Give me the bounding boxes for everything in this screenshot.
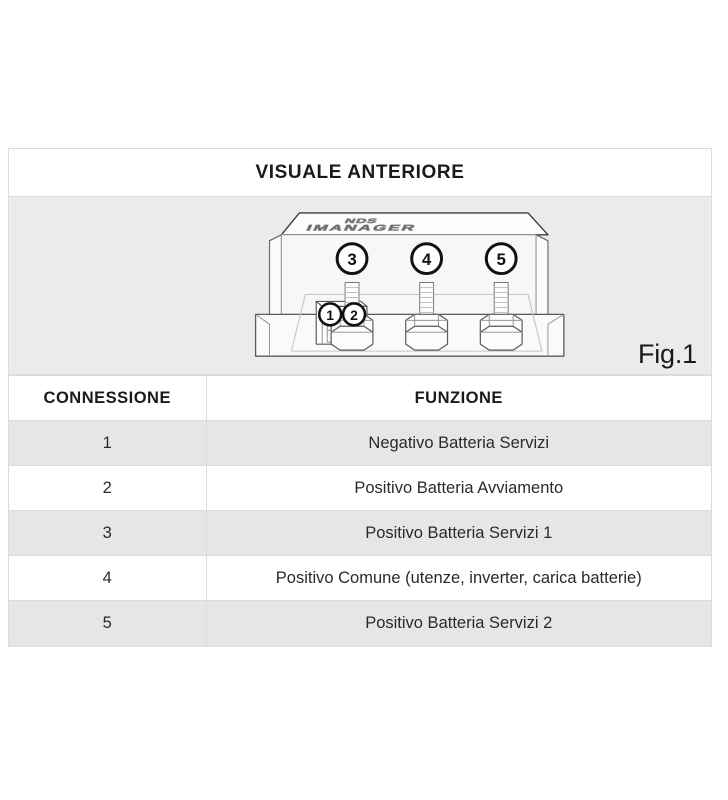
table-row: 1 Negativo Batteria Servizi bbox=[9, 420, 711, 466]
front-view-panel: VISUALE ANTERIORE NDS IMAN bbox=[8, 148, 712, 647]
connection-table: CONNESSIONE FUNZIONE 1 Negativo Batteria… bbox=[9, 375, 711, 646]
cell-connessione: 2 bbox=[9, 465, 207, 511]
table-row: 3 Positivo Batteria Servizi 1 bbox=[9, 510, 711, 556]
terminal-stud-5 bbox=[479, 282, 523, 351]
callout-label-1: 1 bbox=[326, 307, 334, 323]
table-row: 5 Positivo Batteria Servizi 2 bbox=[9, 600, 711, 646]
svg-text:NDS: NDS bbox=[343, 218, 379, 225]
cell-funzione: Positivo Batteria Servizi 1 bbox=[205, 510, 711, 556]
column-header-funzione: FUNZIONE bbox=[205, 375, 711, 421]
callout-marker-3: 3 bbox=[335, 242, 369, 276]
figure-label: Fig.1 bbox=[637, 339, 697, 369]
column-header-connessione: CONNESSIONE bbox=[9, 375, 207, 421]
device-illustration: NDS IMANAGER bbox=[9, 197, 711, 374]
table-row: 2 Positivo Batteria Avviamento bbox=[9, 465, 711, 511]
panel-title-bar: VISUALE ANTERIORE bbox=[9, 149, 711, 197]
svg-text:IMANAGER: IMANAGER bbox=[305, 223, 419, 232]
table-row: 4 Positivo Comune (utenze, inverter, car… bbox=[9, 555, 711, 601]
page-title: VISUALE ANTERIORE bbox=[255, 161, 465, 183]
device-diagram-svg: NDS IMANAGER bbox=[254, 212, 565, 357]
table-head: CONNESSIONE FUNZIONE bbox=[9, 375, 711, 421]
right-mounting-flange bbox=[535, 234, 549, 325]
cell-connessione: 5 bbox=[9, 600, 207, 646]
callout-marker-1: 1 bbox=[317, 302, 343, 327]
callout-label-5: 5 bbox=[496, 250, 505, 269]
callout-label-3: 3 bbox=[347, 250, 356, 269]
device-logo: NDS IMANAGER bbox=[304, 217, 419, 232]
cell-funzione: Positivo Comune (utenze, inverter, caric… bbox=[205, 555, 711, 601]
table-header-row: CONNESSIONE FUNZIONE bbox=[9, 375, 711, 421]
figure-area: NDS IMANAGER bbox=[9, 197, 711, 375]
cell-funzione: Negativo Batteria Servizi bbox=[205, 420, 711, 466]
table-body: 1 Negativo Batteria Servizi 2 Positivo B… bbox=[9, 420, 711, 646]
cell-connessione: 1 bbox=[9, 420, 207, 466]
cell-funzione: Positivo Batteria Avviamento bbox=[205, 465, 711, 511]
callout-marker-4: 4 bbox=[410, 242, 444, 276]
device-top-face bbox=[280, 212, 549, 236]
cell-funzione: Positivo Batteria Servizi 2 bbox=[205, 600, 711, 646]
terminal-stud-4 bbox=[405, 282, 449, 351]
callout-markers: 1 2 3 4 bbox=[317, 242, 518, 327]
callout-marker-2: 2 bbox=[341, 302, 367, 327]
callout-label-2: 2 bbox=[350, 307, 358, 323]
callout-marker-5: 5 bbox=[484, 242, 518, 276]
cell-connessione: 3 bbox=[9, 510, 207, 556]
cell-connessione: 4 bbox=[9, 555, 207, 601]
left-mounting-flange bbox=[268, 234, 283, 325]
callout-label-4: 4 bbox=[422, 250, 432, 269]
